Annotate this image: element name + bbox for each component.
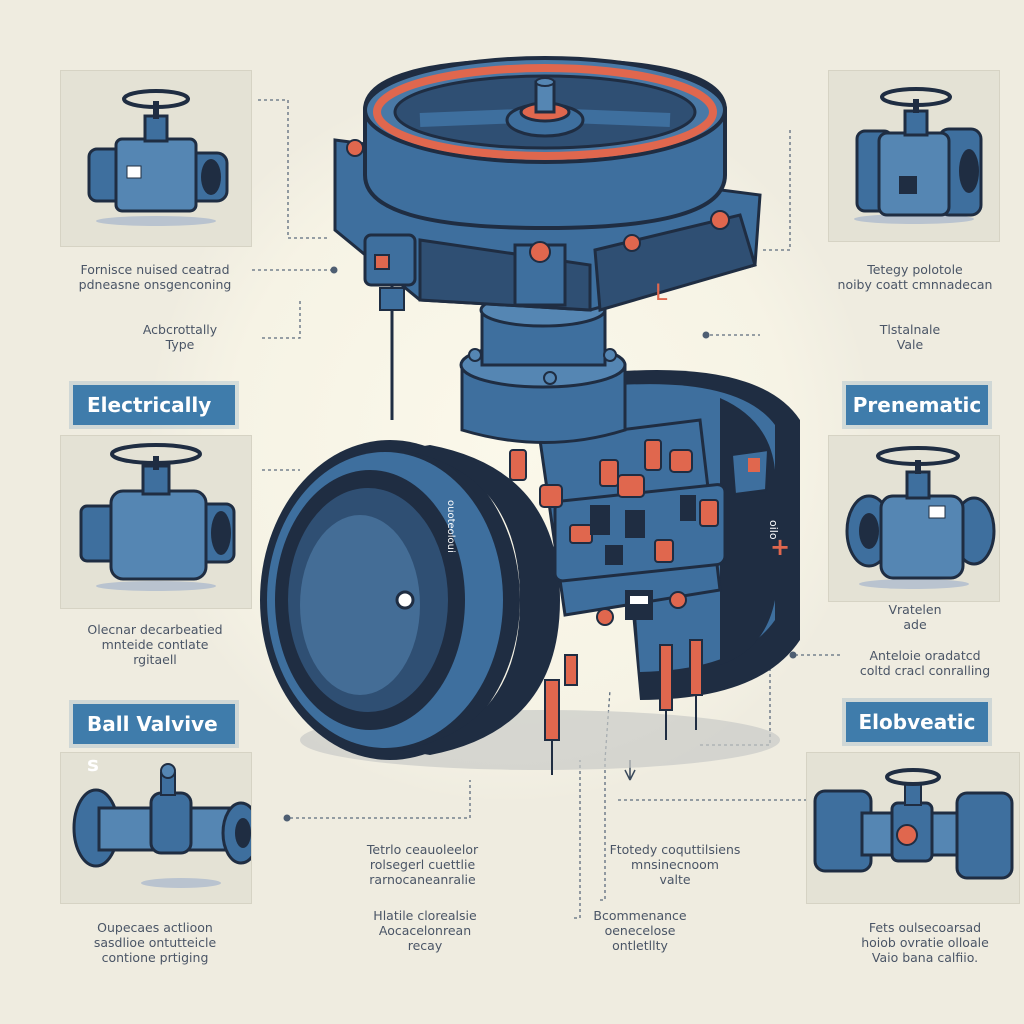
label-elobveatic: Elobveatic <box>846 702 988 742</box>
label-pneumatic: Prenematic <box>846 385 988 425</box>
panel-bottom-right <box>806 752 1020 904</box>
handwheel <box>363 56 727 231</box>
bottom-valves <box>544 639 703 741</box>
caption-left-middle: Olecnar decarbeatied mnteide contlate rg… <box>87 622 223 667</box>
caption-mid-right: Tlstalnale Vale <box>879 322 941 352</box>
caption-top-left: Fornisce nuised ceatrad pdneasne onsgenc… <box>78 262 232 292</box>
plus-sign: + <box>770 533 790 561</box>
valve-flange-left: ouoteoloui <box>260 440 560 760</box>
caption-center-d: Bcommenance oenecelose ontletllty <box>593 908 687 953</box>
caption-right-middle-b: Anteloie oradatcd coltd cracl conralling <box>859 648 991 678</box>
caption-center-c: Ftotedy coquttilsiens mnsinecnoom valte <box>609 842 741 887</box>
caption-right-middle-a: Vratelen ade <box>888 602 942 632</box>
caption-top-right: Tetegy polotole noiby coatt cmnnadecan <box>837 262 993 292</box>
panel-top-left <box>60 70 252 247</box>
side-text: oilo <box>767 520 780 540</box>
panel-mid-right <box>828 435 1000 602</box>
label-ball-valve: Ball Valvive s <box>73 704 235 776</box>
ball-valve-icon <box>72 763 251 888</box>
caption-type: Acbcrottally Type <box>142 322 218 352</box>
panel-mid-left <box>60 435 252 609</box>
valve-stem-column <box>459 292 627 444</box>
body-text: ouoteoloui <box>445 500 456 553</box>
gate-valve-icon <box>79 443 236 591</box>
gate-valve-icon <box>87 89 229 226</box>
caption-center-b: Hlatile clorealsie Aocacelonrean recay <box>373 908 477 953</box>
panel-top-right <box>828 70 1000 242</box>
caption-right-bottom: Fets oulsecoarsad hoiob ovratie olloale … <box>861 920 989 965</box>
gate-valve-icon <box>854 87 983 224</box>
flag-letter: L <box>655 281 668 306</box>
gate-valve-icon <box>845 446 996 589</box>
label-electrically: Electrically <box>73 385 235 425</box>
panel-bottom-left <box>60 752 252 904</box>
caption-left-bottom: Oupecaes actlioon sasdlioe ontutteicle c… <box>93 920 217 965</box>
caption-center-a: Tetrlo ceauoleelor rolsegerl cuettlie ra… <box>366 842 479 887</box>
ball-valve-icon <box>813 768 1014 880</box>
gauge-cluster-dark <box>590 495 696 565</box>
